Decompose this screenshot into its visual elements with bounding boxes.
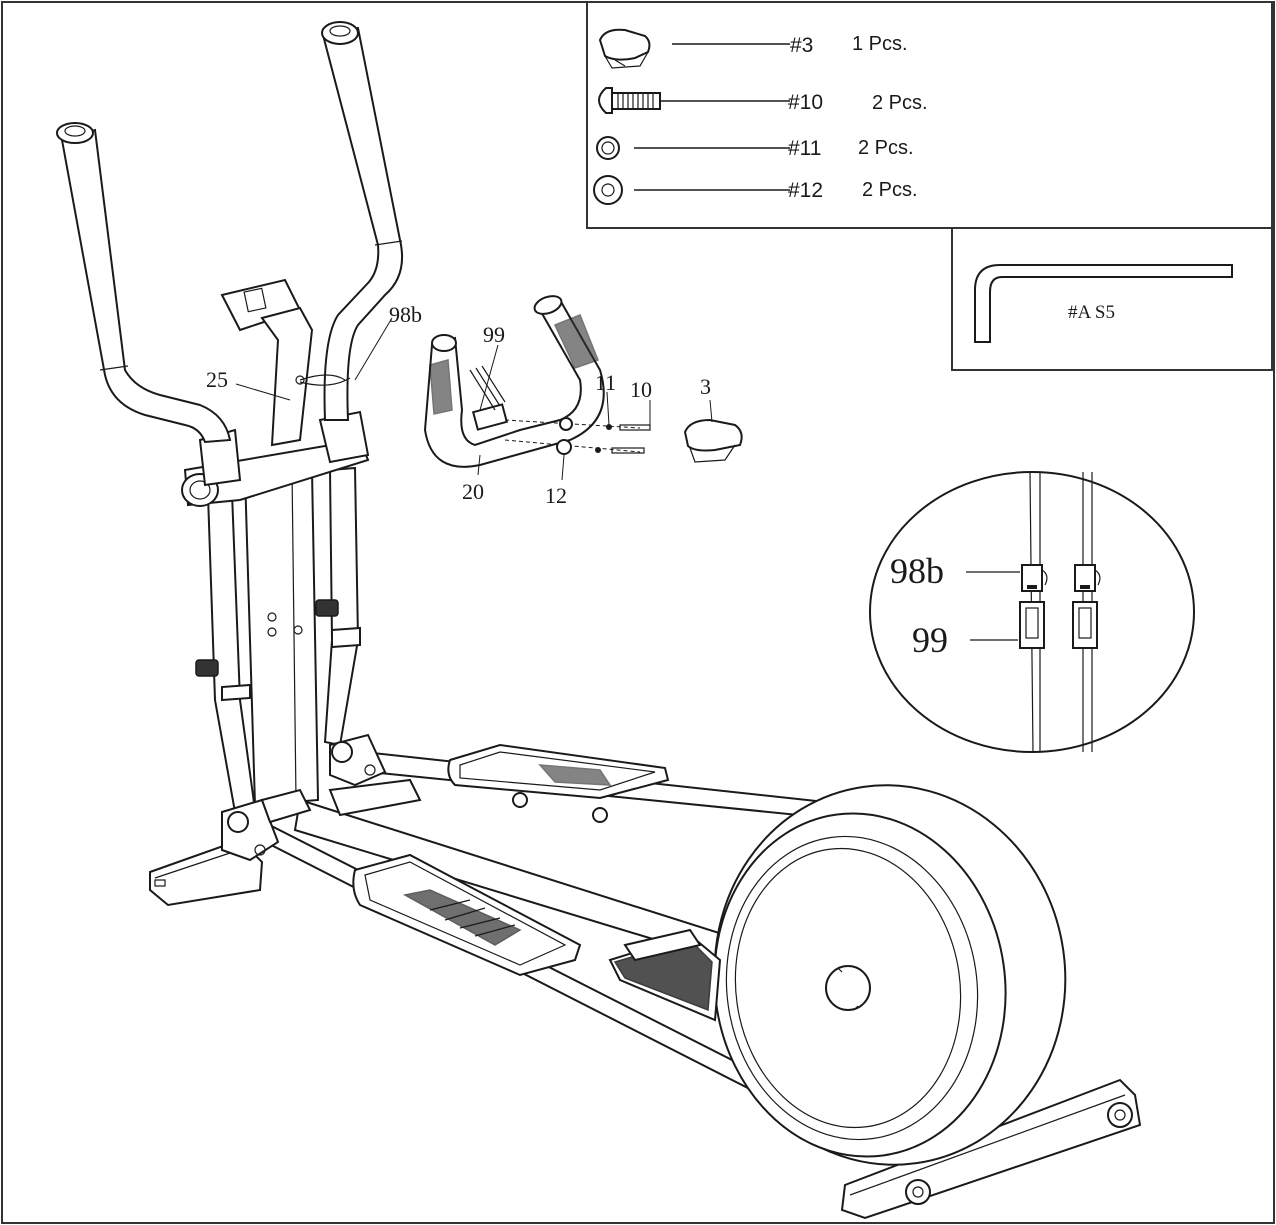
flat-washer-icon [593,175,623,205]
tool-box: #A S5 [951,227,1273,371]
tool-label: #A S5 [1068,302,1115,323]
handlebar-subassembly [423,295,743,468]
left-upper-handlebar [56,122,232,444]
flywheel-housing [608,784,1067,1166]
bolt-icon [598,87,661,114]
callout-20: 20 [462,479,484,504]
part-qty-11: 2 Pcs. [858,137,914,159]
callout-25: 25 [206,367,228,392]
right-lower-arm [315,466,361,747]
parts-row-3: #3 1 Pcs. [598,28,908,69]
callout-99: 99 [483,322,505,347]
upright-column [243,468,320,807]
callout-98b: 98b [389,302,422,327]
part-id-10: #10 [788,91,823,114]
allen-key-icon [974,264,1233,343]
right-upper-handlebar [321,21,404,421]
connector-detail: 98b 99 [869,471,1195,753]
part-qty-12: 2 Pcs. [862,179,918,201]
pivot-joints [221,733,387,862]
rear-pedal [447,743,670,823]
part-id-3: #3 [790,34,813,57]
rear-stabilizer [840,1078,1142,1220]
part-id-12: #12 [788,179,823,202]
callout-12: 12 [545,483,567,508]
part-id-11: #11 [788,137,821,160]
callout-leaders [235,317,713,481]
callout-11: 11 [595,370,616,395]
callout-10: 10 [630,377,652,402]
parts-list-box: #3 1 Pcs. #10 2 Pcs. [586,1,1273,229]
elliptical-trainer [56,21,1142,1220]
spring-washer-icon [596,136,620,160]
end-cap-icon [598,28,651,69]
console-bracket [220,278,351,447]
front-pedal [352,853,582,977]
callout-3: 3 [700,374,711,399]
part-qty-10: 2 Pcs. [872,92,928,114]
front-stabilizer [149,778,422,907]
part-qty-3: 1 Pcs. [852,33,908,55]
detail-label-98b: 98b [890,551,944,591]
parts-row-10: #10 2 Pcs. [598,87,928,114]
detail-label-99: 99 [912,620,948,660]
parts-row-11: #11 2 Pcs. [596,136,914,160]
parts-row-12: #12 2 Pcs. [593,175,918,205]
